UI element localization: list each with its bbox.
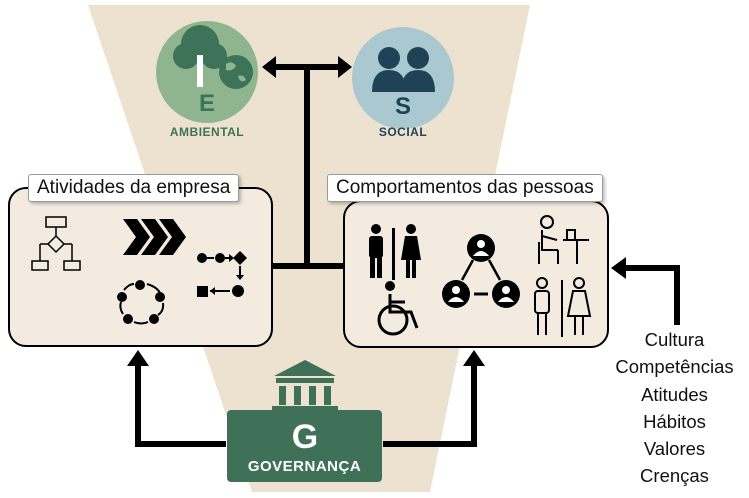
factor-item: Hábitos: [643, 410, 706, 432]
cycle-icon: [117, 280, 165, 325]
social-letter: S: [394, 93, 411, 120]
restroom-icon: [369, 224, 421, 280]
factors-connector: [624, 265, 680, 325]
arrow-left-head: [262, 56, 276, 78]
bank-building-icon: [272, 360, 338, 412]
company-icons: [31, 216, 247, 325]
arrow-into-people-head: [611, 257, 626, 279]
arrow-up-right-head: [463, 350, 485, 366]
environmental-letter: E: [198, 90, 215, 117]
environmental-emblem: [156, 21, 258, 123]
factor-item: Valores: [643, 438, 706, 460]
top-connector: [270, 64, 345, 269]
governance-emblem: [227, 360, 382, 482]
people-pair-icon: [372, 47, 435, 92]
bottom-connectors: [135, 362, 477, 447]
chevrons-icon: [123, 219, 186, 255]
factor-item: Atitudes: [641, 383, 708, 405]
network-people-icon: [442, 234, 520, 308]
people-behaviour-title: Comportamentos das pessoas: [327, 174, 603, 202]
flowchart-icon: [31, 216, 81, 271]
arrow-right-head: [338, 56, 352, 78]
tree-globe-icon: [173, 25, 253, 89]
desk-worker-icon: [538, 215, 589, 264]
company-activities-box: [8, 187, 273, 347]
arrow-up-left-head: [127, 350, 149, 366]
people-behaviour-box: [343, 200, 609, 348]
factor-item: Crenças: [640, 465, 709, 487]
process-flow-icon: [197, 251, 247, 297]
wheelchair-icon: [377, 281, 419, 336]
environmental-label: AMBIENTAL: [169, 125, 245, 139]
company-activities-title: Atividades da empresa: [28, 174, 240, 202]
people-factors-list: Cultura Competências Atitudes Hábitos Va…: [600, 326, 749, 490]
people-icons: [369, 215, 592, 337]
social-emblem: [352, 27, 454, 129]
governance-letter: G: [291, 418, 319, 456]
social-label: SOCIAL: [378, 125, 428, 139]
factor-item: Cultura: [644, 329, 705, 350]
governance-label: GOVERNANÇA: [247, 458, 362, 475]
man-woman-icon: [534, 277, 592, 337]
factor-item: Competências: [615, 356, 734, 378]
